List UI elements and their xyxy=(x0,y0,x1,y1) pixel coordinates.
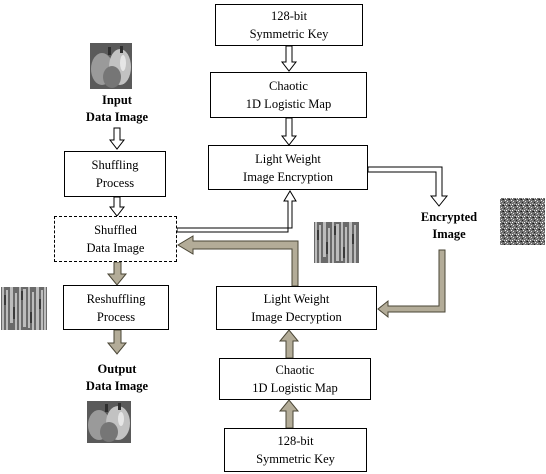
key-top-line1: 128-bit xyxy=(270,9,308,23)
arrow-encryption-to-encrypted xyxy=(367,166,449,207)
arrow-key-to-map-bottom xyxy=(278,399,300,429)
arrow-input-to-shuffling xyxy=(108,127,126,150)
reshuffling-process-box: Reshuffling Process xyxy=(63,285,169,330)
logistic-map-bottom: Chaotic 1D Logistic Map xyxy=(219,358,371,400)
shuffling-line1: Shuffling xyxy=(91,158,139,172)
decryption-box: Light Weight Image Decryption xyxy=(216,286,377,330)
shuffling-line2: Process xyxy=(95,176,135,190)
logistic-map-top: Chaotic 1D Logistic Map xyxy=(210,72,367,118)
encrypted-image xyxy=(500,198,545,245)
shuffled-image-right xyxy=(314,222,359,263)
arrow-shuffled-to-encryption xyxy=(176,190,297,233)
arrow-map-to-decryption xyxy=(278,329,300,359)
input-image xyxy=(90,43,132,89)
shuffling-process-box: Shuffling Process xyxy=(64,151,166,197)
key-bottom-line1: 128-bit xyxy=(277,434,314,448)
reshuffling-line1: Reshuffling xyxy=(86,291,146,306)
symmetric-key-bottom: 128-bit Symmetric Key xyxy=(224,428,367,472)
arrow-map-to-encryption xyxy=(280,117,298,146)
map-top-line2: 1D Logistic Map xyxy=(245,97,332,111)
encryption-line2: Image Encryption xyxy=(243,169,333,184)
input-label-line1: Input xyxy=(102,93,132,107)
encryption-box: Light Weight Image Encryption xyxy=(208,145,368,190)
symmetric-key-top: 128-bit Symmetric Key xyxy=(215,4,363,46)
output-image xyxy=(87,401,131,443)
input-label-line2: Data Image xyxy=(85,110,149,124)
encryption-line1: Light Weight xyxy=(255,151,321,166)
decryption-line2: Image Decryption xyxy=(251,310,342,324)
arrow-decryption-to-shuffled xyxy=(177,235,299,287)
reshuffling-line2: Process xyxy=(96,309,136,324)
arrow-shuffling-to-shuffled xyxy=(108,196,126,217)
map-bottom-line1: Chaotic xyxy=(275,363,315,377)
key-top-line2: Symmetric Key xyxy=(249,27,329,41)
decryption-line1: Light Weight xyxy=(263,292,330,306)
arrow-encrypted-to-decryption xyxy=(377,249,446,319)
shuffled-line2: Data Image xyxy=(86,241,145,255)
output-data-image-label: Output Data Image xyxy=(64,361,170,395)
output-label-line1: Output xyxy=(97,362,137,376)
arrow-key-to-map xyxy=(280,45,298,72)
output-label-line2: Data Image xyxy=(85,379,149,393)
input-data-image-label: Input Data Image xyxy=(64,92,170,126)
shuffled-line1: Shuffled xyxy=(94,223,137,237)
map-bottom-line2: 1D Logistic Map xyxy=(252,381,338,395)
shuffled-image-left xyxy=(1,287,47,330)
shuffled-data-image-box: Shuffled Data Image xyxy=(54,216,177,262)
key-bottom-line2: Symmetric Key xyxy=(256,452,335,466)
encrypted-label-line2: Image xyxy=(432,227,466,241)
arrow-reshuffling-to-output xyxy=(106,329,128,355)
encrypted-label-line1: Encrypted xyxy=(420,210,478,224)
encrypted-image-label: Encrypted Image xyxy=(406,209,492,243)
map-top-line1: Chaotic xyxy=(269,79,308,93)
arrow-shuffled-to-reshuffling xyxy=(106,261,128,286)
